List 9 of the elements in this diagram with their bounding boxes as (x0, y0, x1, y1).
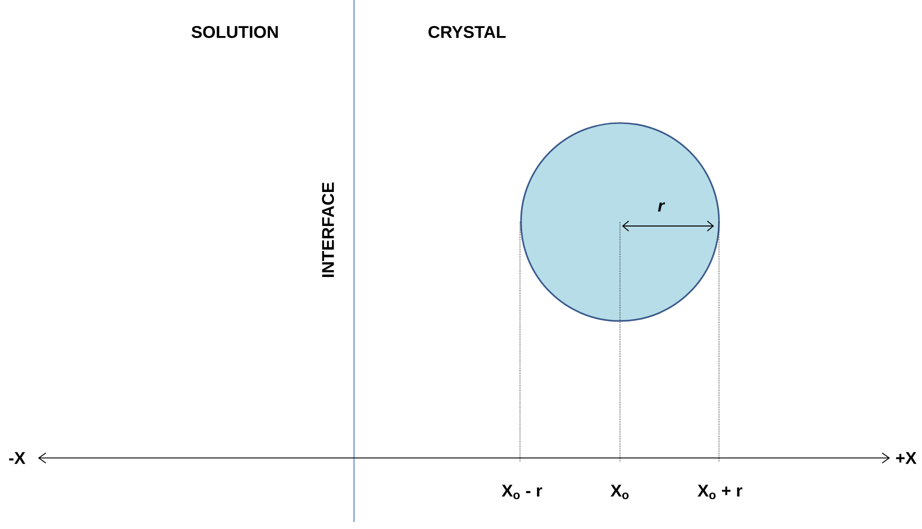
region-label: CRYSTAL (428, 26, 506, 38)
region-label: SOLUTION (192, 26, 278, 38)
axis-tick-label: X$_{o}$ + r (698, 484, 742, 500)
axis-end-label: +X (896, 452, 916, 464)
axis-tick-label: X$_{o}$ - r (502, 484, 542, 500)
radius-label: r (658, 202, 666, 212)
axis-end-label: -X (9, 452, 26, 464)
axis-tick-label: X$_{o}$ (610, 484, 629, 500)
interface-label: INTERFACE (322, 182, 334, 277)
